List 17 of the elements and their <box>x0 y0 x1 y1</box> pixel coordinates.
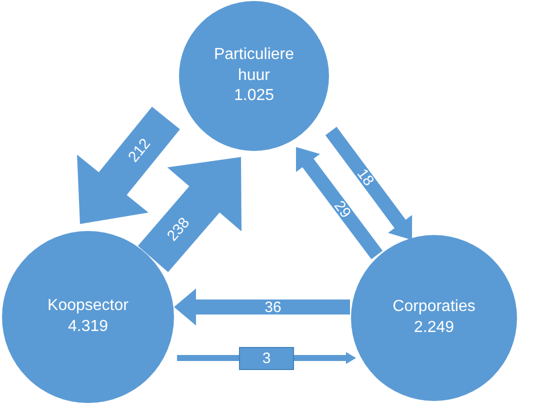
node-title: Particuliere huur <box>212 44 296 86</box>
block-arrow <box>138 157 242 272</box>
edge-label: 18 <box>354 166 377 189</box>
block-arrow <box>296 147 383 260</box>
block-arrow <box>174 288 350 326</box>
edge-label: 29 <box>332 198 354 220</box>
block-arrow <box>77 106 180 224</box>
node-value: 1.025 <box>234 86 274 106</box>
node-value: 2.249 <box>414 318 454 338</box>
edge-label: 36 <box>264 300 282 314</box>
node-value: 4.319 <box>68 317 108 337</box>
node-title: Koopsector <box>48 296 128 316</box>
node-title: Corporaties <box>392 297 476 318</box>
edge-label: 212 <box>126 136 154 166</box>
block-arrow <box>325 126 412 240</box>
edge-label: 3 <box>239 346 294 370</box>
edge-label: 238 <box>164 214 193 244</box>
